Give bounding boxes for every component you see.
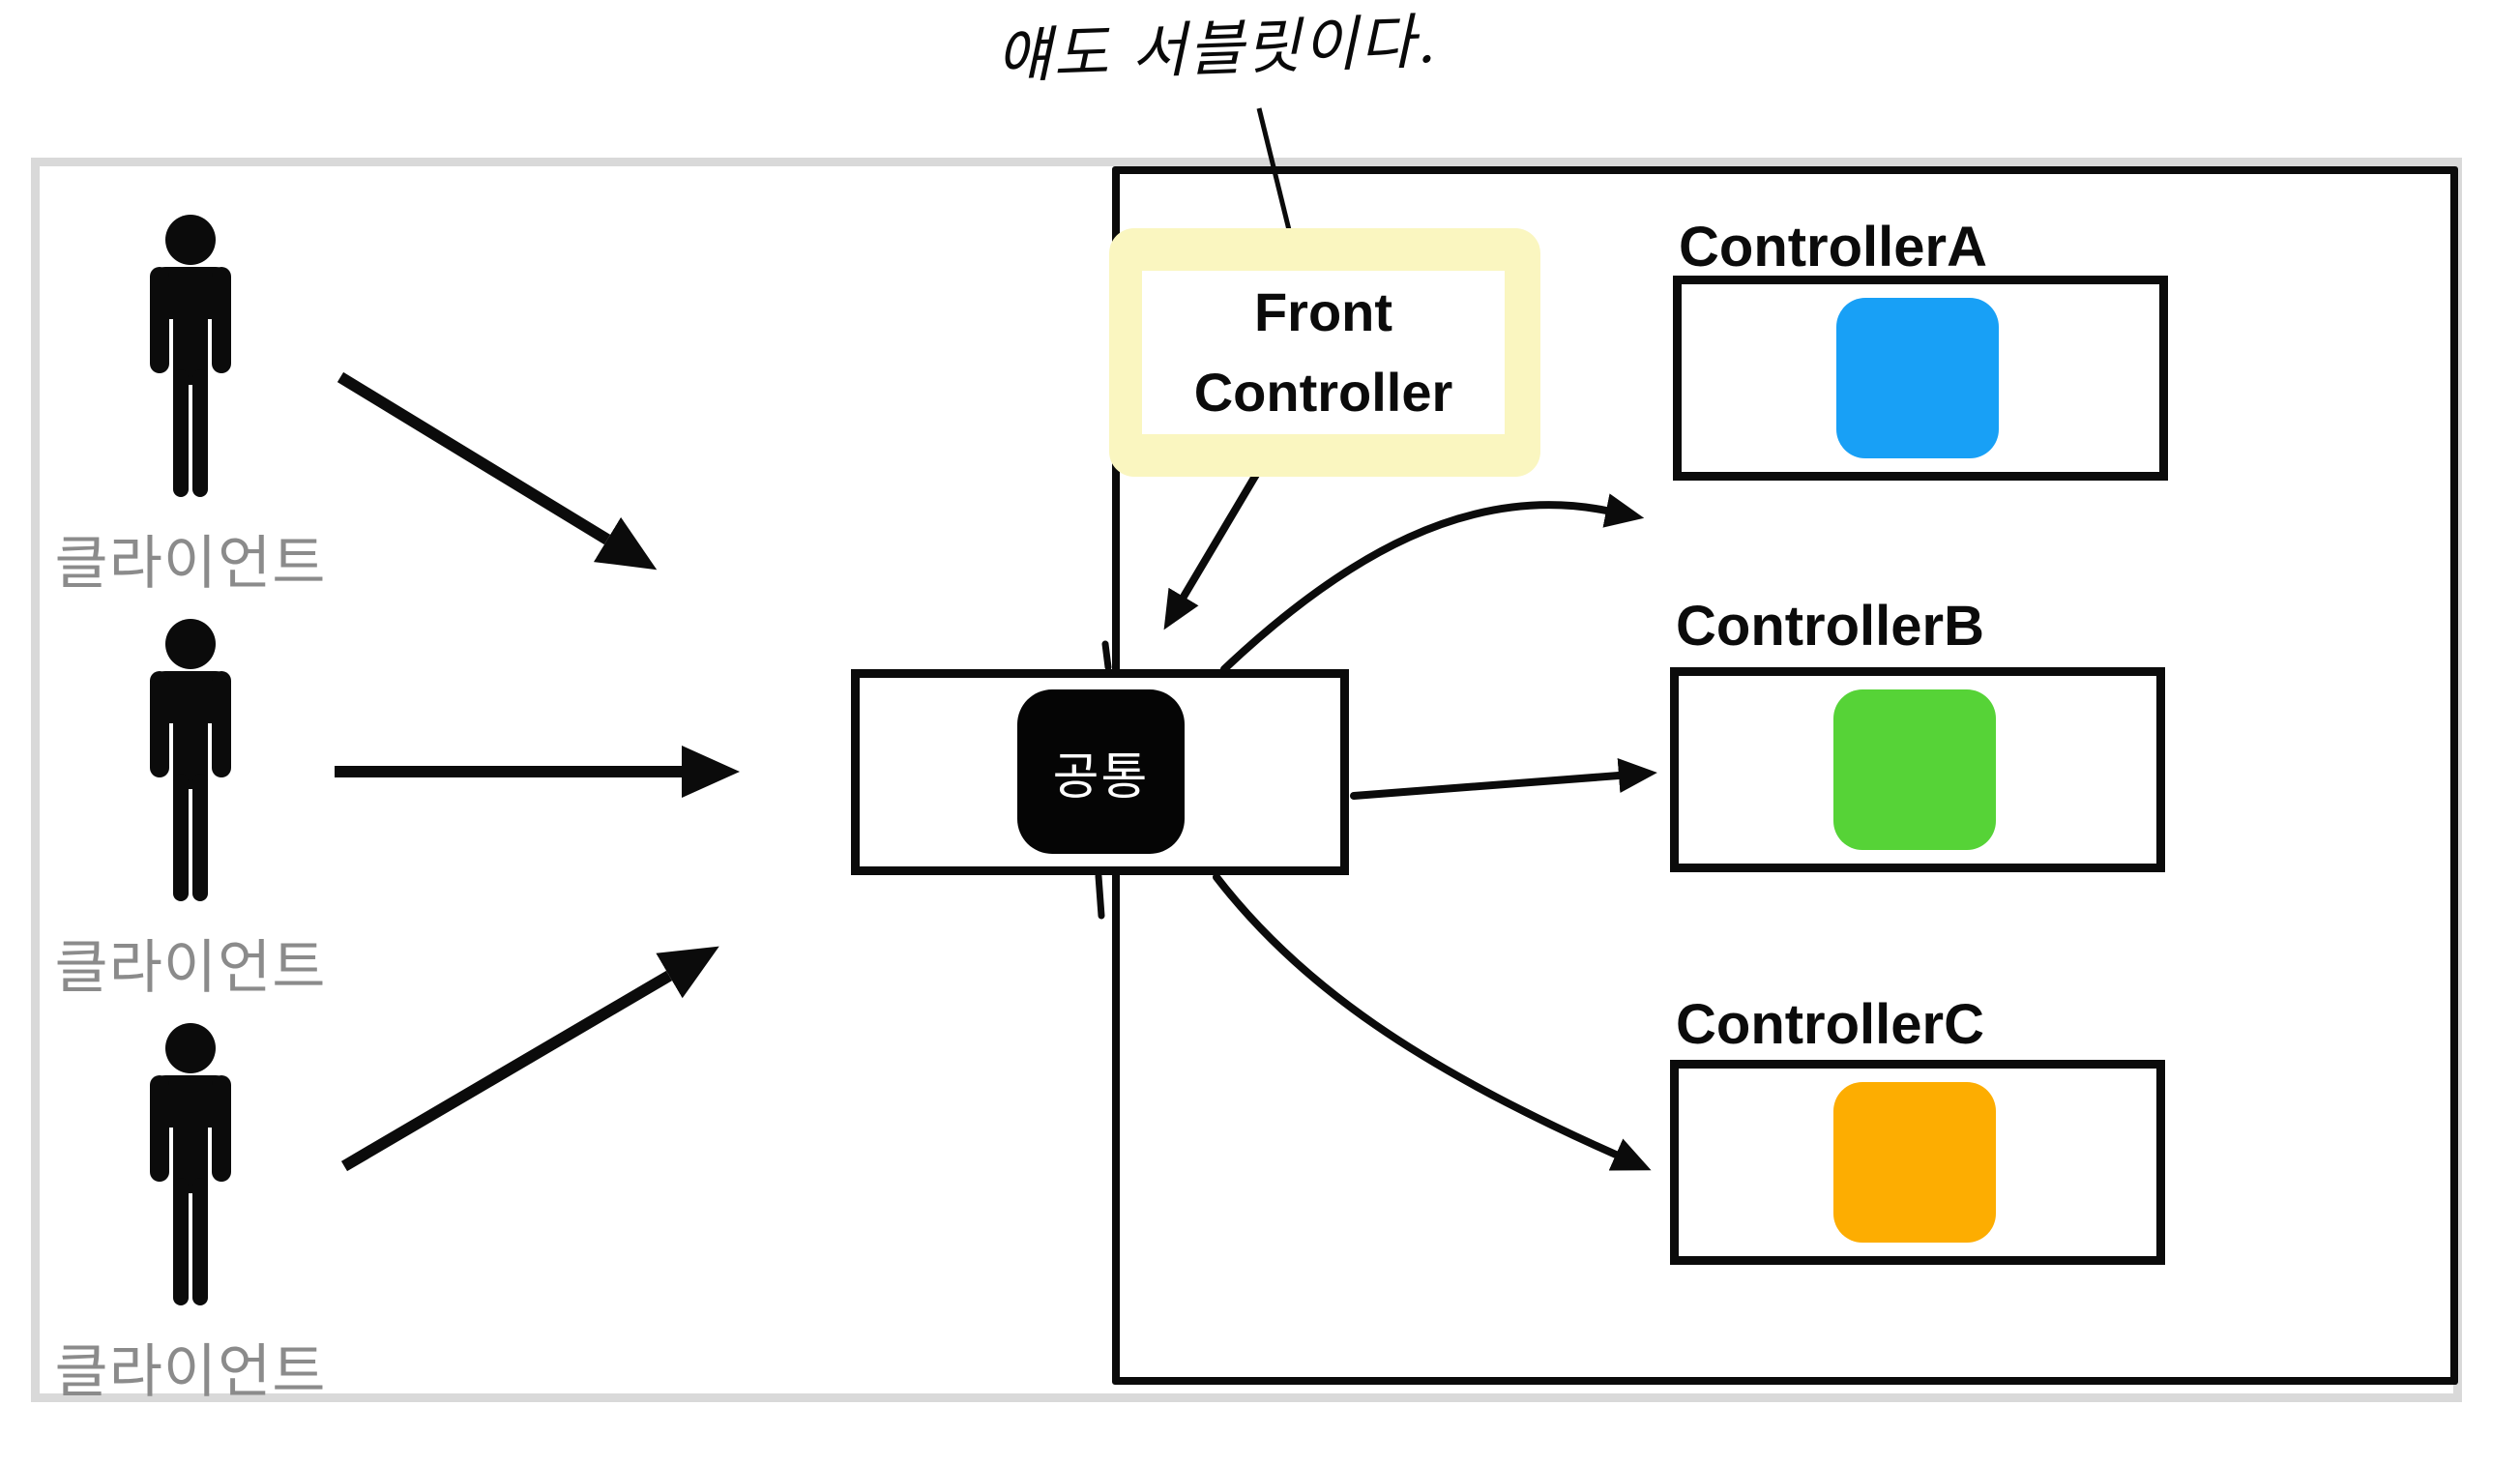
client-1: 클라이언트 bbox=[36, 215, 345, 601]
front-controller-highlight: Front Controller bbox=[1109, 228, 1540, 477]
controllerB-label: ControllerB bbox=[1676, 595, 1984, 658]
controllerB-chip bbox=[1833, 689, 1996, 850]
person-icon bbox=[150, 1023, 231, 1305]
controllerA-label: ControllerA bbox=[1679, 216, 1987, 278]
common-box: 공통 bbox=[851, 669, 1349, 875]
client-label: 클라이언트 bbox=[54, 531, 327, 596]
client-3: 클라이언트 bbox=[36, 1023, 345, 1409]
person-icon bbox=[150, 215, 231, 497]
common-label: 공통 bbox=[1052, 748, 1150, 806]
controllerC-chip bbox=[1833, 1082, 1996, 1243]
front-controller-box: Front Controller bbox=[1142, 271, 1505, 434]
common-chip: 공통 bbox=[1017, 689, 1185, 854]
front-controller-line2: Controller bbox=[1193, 361, 1453, 423]
client-label: 클라이언트 bbox=[54, 1339, 327, 1404]
controllerA-box bbox=[1673, 276, 2168, 481]
controllerC-box bbox=[1670, 1060, 2165, 1265]
controllerA-chip bbox=[1836, 298, 1999, 458]
handwritten-annotation: 얘도 서블릿이다. bbox=[994, 5, 1439, 92]
client-label: 클라이언트 bbox=[54, 935, 327, 1000]
controllerC-label: ControllerC bbox=[1676, 993, 1984, 1056]
front-controller-line1: Front bbox=[1253, 280, 1393, 342]
person-icon bbox=[150, 619, 231, 901]
client-2: 클라이언트 bbox=[36, 619, 345, 1005]
controllerB-box bbox=[1670, 667, 2165, 872]
